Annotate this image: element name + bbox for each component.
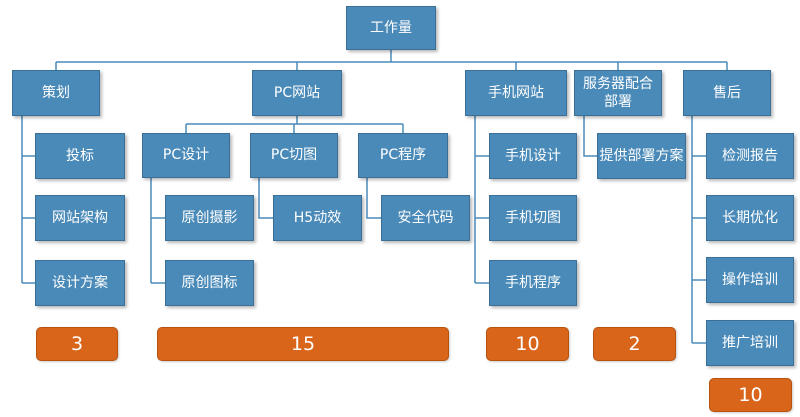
pc-program-node: PC程序 — [358, 133, 448, 178]
connector-pc-program-1 — [366, 178, 381, 219]
planning-child-design-plan: 设计方案 — [35, 260, 125, 306]
server-node: 服务器配合部署 — [574, 70, 662, 116]
pc-slicing-node: PC切图 — [250, 133, 338, 178]
root-node: 工作量 — [346, 6, 436, 50]
pc-program-child-security: 安全代码 — [381, 195, 470, 241]
pc-design-child-photography: 原创摄影 — [165, 195, 254, 241]
after-sales-count: 10 — [709, 378, 792, 412]
planning-child-architecture: 网站架构 — [35, 195, 125, 241]
mobile-site-node: 手机网站 — [465, 70, 567, 116]
pc-design-node: PC设计 — [142, 133, 230, 178]
planning-count: 3 — [36, 327, 118, 361]
mobile-child-slicing: 手机切图 — [489, 195, 577, 241]
connector-server-1 — [583, 116, 597, 157]
after-sales-child-operation-training: 操作培训 — [706, 257, 794, 303]
server-count: 2 — [593, 327, 676, 361]
pc-slicing-child-h5: H5动效 — [273, 195, 362, 241]
mobile-child-design: 手机设计 — [489, 133, 577, 179]
after-sales-child-report: 检测报告 — [706, 133, 794, 179]
planning-child-bid: 投标 — [35, 133, 125, 179]
after-sales-child-optimization: 长期优化 — [706, 195, 794, 241]
mobile-child-program: 手机程序 — [489, 260, 577, 306]
planning-node: 策划 — [12, 70, 100, 116]
pc-site-count: 15 — [157, 327, 449, 361]
connector-pc-slicing-1 — [258, 178, 273, 219]
after-sales-node: 售后 — [683, 70, 771, 116]
pc-site-node: PC网站 — [252, 70, 342, 116]
server-child-deploy-plan: 提供部署方案 — [597, 133, 686, 179]
after-sales-child-promotion-training: 推广培训 — [706, 320, 794, 366]
mobile-site-count: 10 — [486, 327, 569, 361]
pc-design-child-icons: 原创图标 — [165, 260, 254, 306]
